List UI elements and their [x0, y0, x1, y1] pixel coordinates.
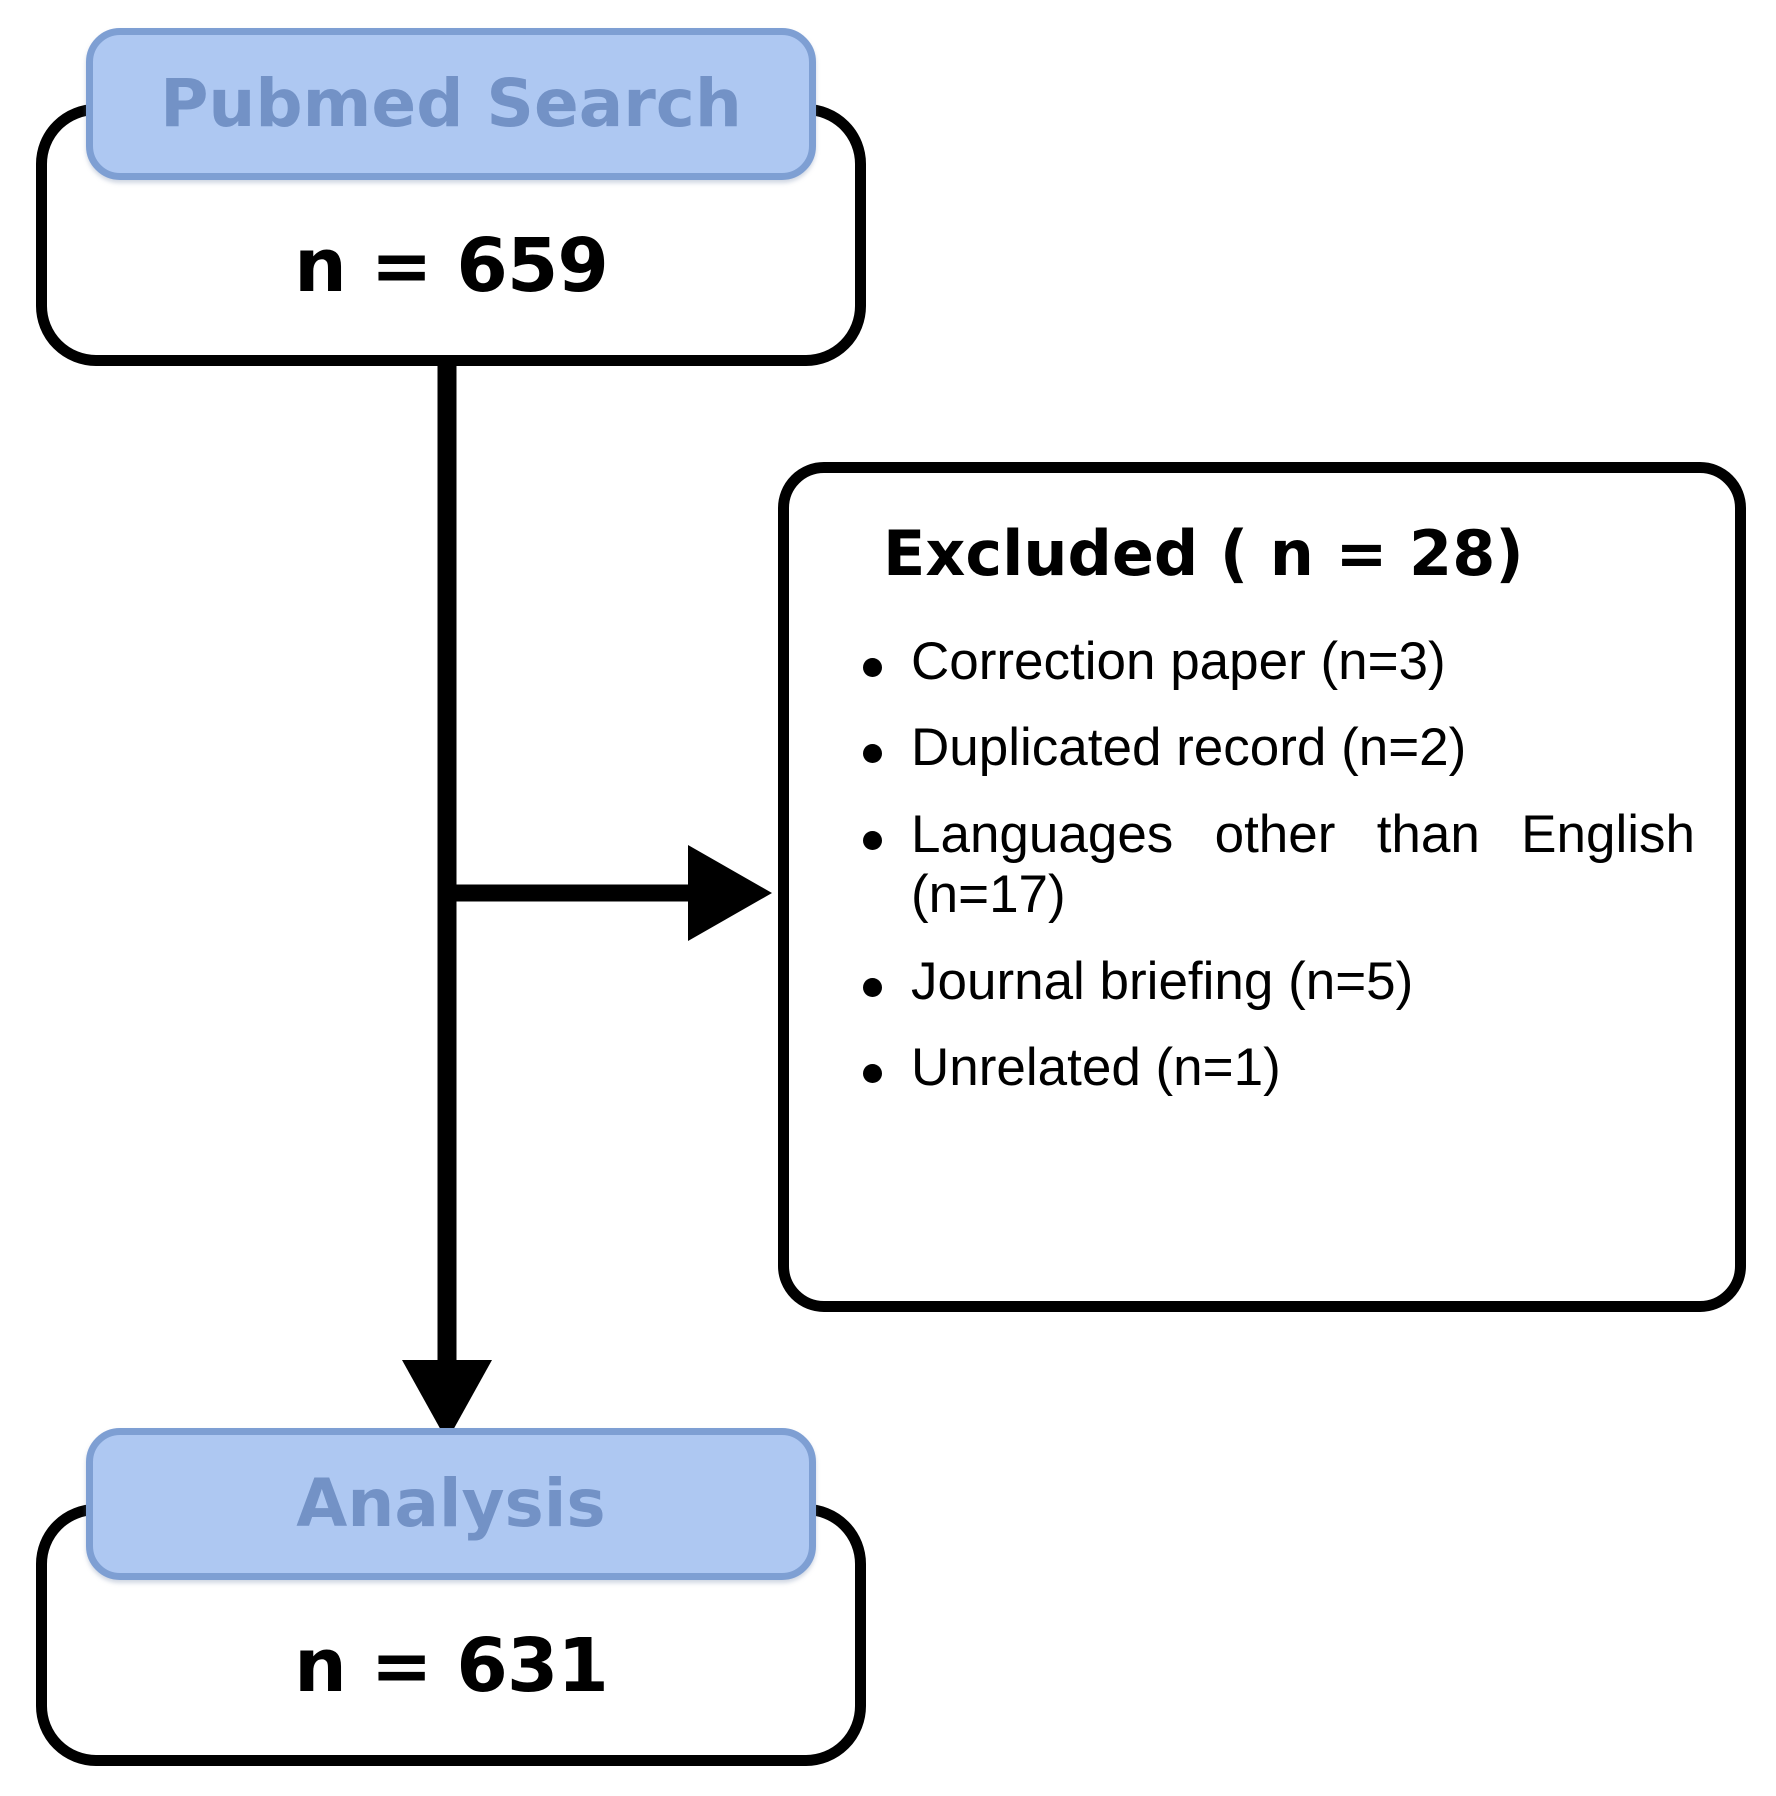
excluded-list-item-label: Languages other than English (n=17) — [911, 804, 1695, 925]
excluded-list-item: Journal briefing (n=5) — [859, 952, 1695, 1012]
excluded-list-item-label: Duplicated record (n=2) — [911, 718, 1467, 778]
excluded-list-item: Duplicated record (n=2) — [859, 718, 1695, 778]
excluded-list-item: Languages other than English (n=17) — [859, 805, 1695, 926]
bullet-icon — [863, 977, 882, 997]
down-arrow-icon — [402, 1360, 492, 1441]
excluded-title: Excluded ( n = 28) — [883, 517, 1524, 590]
excluded-list-item-label: Unrelated (n=1) — [911, 1038, 1281, 1098]
excluded-reason-list: Correction paper (n=3) Duplicated record… — [859, 632, 1695, 1098]
excluded-node-panel: Excluded ( n = 28) Correction paper (n=3… — [778, 462, 1746, 1312]
source-node-label: Pubmed Search — [160, 65, 742, 142]
bullet-icon — [863, 1064, 882, 1084]
excluded-list-item: Unrelated (n=1) — [859, 1038, 1695, 1098]
result-count: n = 631 — [294, 1623, 609, 1709]
bullet-icon — [863, 830, 882, 850]
result-node-capsule[interactable]: Analysis — [86, 1428, 816, 1580]
source-node-capsule[interactable]: Pubmed Search — [86, 28, 816, 180]
bullet-icon — [863, 744, 882, 764]
result-node-label: Analysis — [296, 1465, 606, 1542]
source-count: n = 659 — [294, 223, 609, 309]
right-arrow-icon — [688, 845, 772, 941]
excluded-list-item-label: Correction paper (n=3) — [911, 632, 1446, 691]
bullet-icon — [863, 658, 882, 677]
excluded-list-item-label: Journal briefing (n=5) — [911, 951, 1414, 1011]
excluded-list-item: Correction paper (n=3) — [859, 632, 1695, 692]
